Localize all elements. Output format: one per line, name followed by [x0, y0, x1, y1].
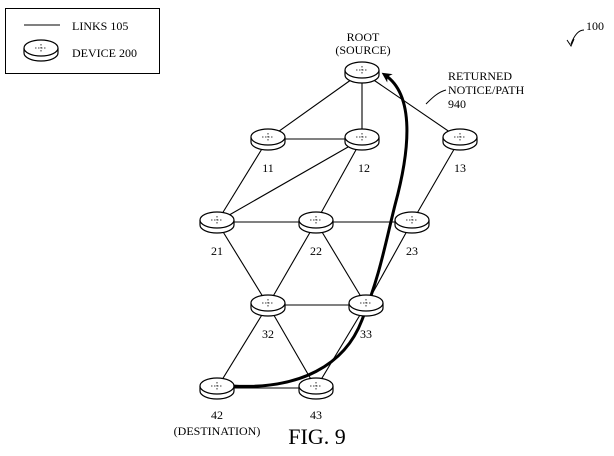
legend: LINKS 105 DEVICE 200 [5, 8, 160, 74]
node-label-11: 11 [262, 161, 274, 175]
device-23 [394, 211, 430, 234]
device-13 [442, 128, 478, 151]
link-22-32 [267, 221, 317, 306]
link-33-43 [315, 304, 367, 389]
node-label-23: 23 [406, 244, 418, 258]
figure-caption: FIG. 9 [288, 424, 346, 449]
path-label-line1: RETURNED [448, 69, 512, 83]
device-11 [250, 128, 286, 151]
link-21-32 [216, 221, 269, 306]
node-label-32: 32 [262, 327, 274, 341]
device-22 [298, 211, 334, 234]
device-21 [199, 211, 235, 234]
link-root-11 [267, 71, 363, 140]
device-42 [199, 377, 235, 400]
node-label-21: 21 [211, 244, 223, 258]
node-label-42: 42 [211, 408, 223, 422]
device-43 [298, 377, 334, 400]
returned-path-arrow [231, 72, 409, 388]
link-root-13 [361, 71, 461, 140]
root-label: ROOT [346, 30, 380, 44]
path-label-leader [425, 89, 447, 105]
device-12 [344, 128, 380, 151]
node-label-33: 33 [360, 327, 372, 341]
legend-device-icon [23, 39, 59, 62]
link-11-21 [216, 138, 269, 223]
device-33 [348, 294, 384, 317]
root-source-label: (SOURCE) [335, 43, 391, 57]
link-12-21 [216, 138, 363, 223]
link-22-33 [315, 221, 367, 306]
figure-ref-arrowhead [566, 38, 575, 48]
node-label-12: 12 [358, 161, 370, 175]
link-13-23 [411, 138, 461, 223]
link-32-42 [216, 304, 269, 389]
legend-device-label: DEVICE 200 [72, 46, 137, 60]
node-label-43: 43 [310, 408, 322, 422]
link-12-22 [315, 138, 363, 223]
legend-links-label: LINKS 105 [72, 19, 129, 33]
destination-label: (DESTINATION) [173, 424, 261, 438]
path-label-number: 940 [448, 97, 466, 111]
path-label-line2: NOTICE/PATH [448, 83, 525, 97]
node-label-13: 13 [454, 161, 466, 175]
figure-ref-number: 100 [586, 19, 604, 33]
figure-ref-arrow [570, 29, 585, 45]
device-root [344, 61, 380, 84]
device-32 [250, 294, 286, 317]
node-label-22: 22 [310, 244, 322, 258]
